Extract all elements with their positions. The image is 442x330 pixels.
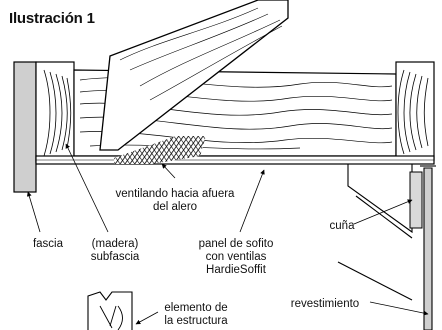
roof-rafter-board bbox=[99, 0, 289, 151]
label-subfascia-line2: subfascia bbox=[90, 251, 140, 263]
label-subfascia: (madera) subfascia bbox=[86, 238, 144, 264]
label-wedge: cuña bbox=[322, 220, 362, 233]
label-soffit-line1: panel de sofito bbox=[198, 238, 274, 250]
label-soffit-line2: con ventilas bbox=[205, 251, 267, 263]
label-wedge-text: cuña bbox=[329, 220, 355, 232]
leader-subfascia bbox=[65, 143, 109, 233]
fascia-board bbox=[13, 61, 37, 193]
subfascia-block bbox=[35, 61, 75, 163]
label-frame-line2: la estructura bbox=[164, 315, 228, 327]
label-venting-line2: del alero bbox=[152, 201, 198, 213]
label-frame-line1: elemento de bbox=[164, 302, 228, 314]
label-soffit-line3: HardieSoffit bbox=[206, 264, 266, 276]
label-fascia: fascia bbox=[28, 238, 68, 251]
label-venting: ventilando hacia afuera del alero bbox=[110, 188, 240, 214]
leader-venting bbox=[161, 163, 176, 179]
leader-lines bbox=[26, 143, 429, 325]
wall-plate-block bbox=[395, 61, 435, 161]
label-siding-text: revestimiento bbox=[290, 298, 360, 310]
figure-title: Ilustración 1 bbox=[9, 10, 95, 27]
leader-fascia bbox=[26, 191, 41, 233]
leader-wedge bbox=[353, 199, 413, 225]
soffit-vent-perforations bbox=[114, 136, 206, 164]
soffit-panel bbox=[35, 155, 435, 165]
label-fascia-text: fascia bbox=[32, 238, 64, 250]
leader-siding bbox=[369, 301, 429, 316]
siding-board bbox=[420, 165, 436, 330]
leader-frame bbox=[135, 311, 159, 325]
framing-member bbox=[87, 291, 133, 330]
label-siding: revestimiento bbox=[280, 298, 370, 311]
label-venting-line1: ventilando hacia afuera bbox=[115, 188, 235, 200]
leader-soffit bbox=[239, 169, 265, 233]
label-subfascia-line1: (madera) bbox=[91, 238, 139, 250]
label-soffit: panel de sofito con ventilas HardieSoffi… bbox=[186, 238, 286, 277]
label-frame-member: elemento de la estructura bbox=[156, 302, 236, 328]
